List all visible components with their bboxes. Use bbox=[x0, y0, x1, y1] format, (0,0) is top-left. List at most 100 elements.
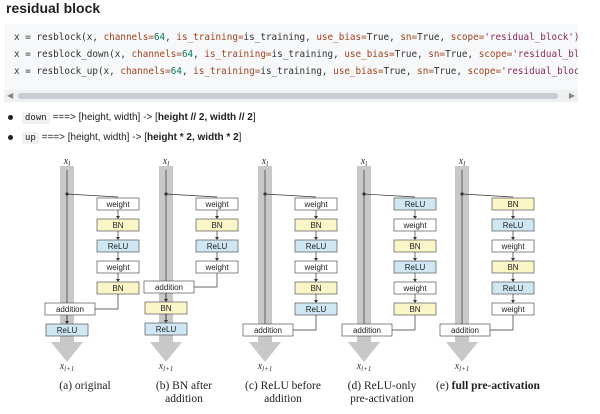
column-caption: (a) original bbox=[59, 380, 110, 392]
x-label: xl bbox=[63, 156, 70, 168]
layer-box bbox=[143, 280, 195, 294]
arrow-head bbox=[511, 216, 515, 219]
arrow-head bbox=[164, 299, 168, 302]
layer-label: weight bbox=[204, 263, 229, 272]
arrow-head bbox=[413, 279, 417, 282]
arrow-head bbox=[413, 300, 417, 303]
bullet-dot-icon bbox=[8, 114, 13, 120]
layer-label: addition bbox=[451, 326, 479, 335]
code-line: x = resblock_up(x, channels=64, is_train… bbox=[14, 66, 578, 77]
layer-label: weight bbox=[303, 263, 328, 272]
branch-line bbox=[461, 193, 514, 198]
layer-label: BN bbox=[507, 200, 518, 209]
layer-label: ReLU bbox=[503, 221, 524, 230]
x-label: xl bbox=[162, 156, 169, 168]
layer-label: BN bbox=[160, 304, 171, 313]
arrow-head bbox=[116, 216, 120, 219]
layer-label: weight bbox=[303, 200, 328, 209]
layer-label: ReLU bbox=[156, 325, 177, 334]
scroll-thumb[interactable] bbox=[18, 93, 558, 99]
column-caption: (d) ReLU-only bbox=[348, 380, 417, 392]
arrow-head bbox=[511, 279, 515, 282]
layer-label: weight bbox=[500, 305, 525, 314]
layer-label: ReLU bbox=[108, 242, 129, 251]
skip-arrow-head bbox=[348, 342, 380, 362]
code-line: x = resblock(x, channels=64, is_training… bbox=[14, 32, 578, 43]
page-heading: residual block bbox=[6, 0, 101, 16]
branch-line bbox=[363, 193, 416, 198]
branch-line bbox=[66, 193, 119, 198]
layer-label: ReLU bbox=[405, 200, 426, 209]
layer-label: BN bbox=[112, 221, 123, 230]
arrow-head bbox=[65, 321, 69, 324]
x-label: xl+1 bbox=[59, 361, 75, 373]
inline-code: up bbox=[22, 132, 39, 144]
column-caption: (c) ReLU before bbox=[245, 380, 321, 392]
x-label: xl bbox=[261, 156, 268, 168]
layer-label: BN bbox=[409, 242, 420, 251]
column-caption: addition bbox=[165, 393, 203, 405]
layer-label: BN bbox=[409, 305, 420, 314]
x-label: xl+1 bbox=[356, 361, 372, 373]
arrow-head bbox=[116, 237, 120, 240]
layer-label: ReLU bbox=[405, 263, 426, 272]
x-label: xl bbox=[458, 156, 465, 168]
layer-label: ReLU bbox=[57, 326, 78, 335]
arrow-head bbox=[164, 320, 168, 323]
layer-box bbox=[45, 323, 89, 337]
layer-label: BN bbox=[211, 221, 222, 230]
layer-label: ReLU bbox=[306, 305, 327, 314]
column-caption: addition bbox=[264, 393, 302, 405]
arrow-head bbox=[511, 258, 515, 261]
layer-label: ReLU bbox=[306, 242, 327, 251]
arrow-head bbox=[511, 237, 515, 240]
layer-label: weight bbox=[105, 263, 130, 272]
layer-label: BN bbox=[310, 284, 321, 293]
inline-code: down bbox=[22, 112, 50, 124]
arrow-head bbox=[413, 237, 417, 240]
skip-arrow-head bbox=[446, 342, 478, 362]
horizontal-scrollbar[interactable]: ◀ ▶ bbox=[4, 90, 578, 102]
x-label: xl+1 bbox=[257, 361, 273, 373]
skip-arrow-head bbox=[51, 342, 83, 362]
code-block[interactable]: x = resblock(x, channels=64, is_training… bbox=[4, 24, 578, 102]
layer-label: addition bbox=[254, 326, 282, 335]
layer-label: BN bbox=[507, 263, 518, 272]
arrow-head bbox=[116, 258, 120, 261]
arrow-head bbox=[215, 216, 219, 219]
column-caption: (b) BN after bbox=[156, 380, 212, 392]
arrow-head bbox=[511, 300, 515, 303]
layer-label: weight bbox=[402, 221, 427, 230]
x-label: xl bbox=[360, 156, 367, 168]
scroll-right-icon[interactable]: ▶ bbox=[568, 91, 575, 100]
arrow-head bbox=[413, 216, 417, 219]
layer-label: addition bbox=[353, 326, 381, 335]
arrow-head bbox=[314, 258, 318, 261]
layer-label: ReLU bbox=[207, 242, 228, 251]
bullet-dot-icon bbox=[8, 134, 13, 140]
bullet-up: up ===> [height, width] -> [height * 2, … bbox=[8, 132, 241, 144]
layer-label: weight bbox=[105, 200, 130, 209]
column-caption: pre-activation bbox=[350, 393, 414, 405]
branch-line bbox=[264, 193, 317, 198]
arrow-head bbox=[215, 237, 219, 240]
residual-unit-figure: xlweightBNReLUweightBNadditionReLUxl+1(a… bbox=[44, 156, 541, 405]
x-label: xl+1 bbox=[454, 361, 470, 373]
layer-label: addition bbox=[56, 305, 84, 314]
arrow-head bbox=[314, 216, 318, 219]
skip-arrow-head bbox=[150, 342, 182, 362]
bullet-down: down ===> [height, width] -> [height // … bbox=[8, 112, 256, 124]
layer-label: BN bbox=[310, 221, 321, 230]
layer-label: addition bbox=[155, 283, 183, 292]
code-line: x = resblock_down(x, channels=64, is_tra… bbox=[14, 49, 578, 60]
layer-label: BN bbox=[112, 284, 123, 293]
arrow-head bbox=[215, 258, 219, 261]
layer-label: weight bbox=[500, 242, 525, 251]
scroll-left-icon[interactable]: ◀ bbox=[7, 91, 14, 100]
arrow-head bbox=[314, 300, 318, 303]
skip-arrow-head bbox=[249, 342, 281, 362]
layer-box bbox=[144, 322, 188, 336]
column-caption: (e) full pre-activation bbox=[436, 380, 541, 392]
layer-label: weight bbox=[402, 284, 427, 293]
arrow-head bbox=[116, 279, 120, 282]
